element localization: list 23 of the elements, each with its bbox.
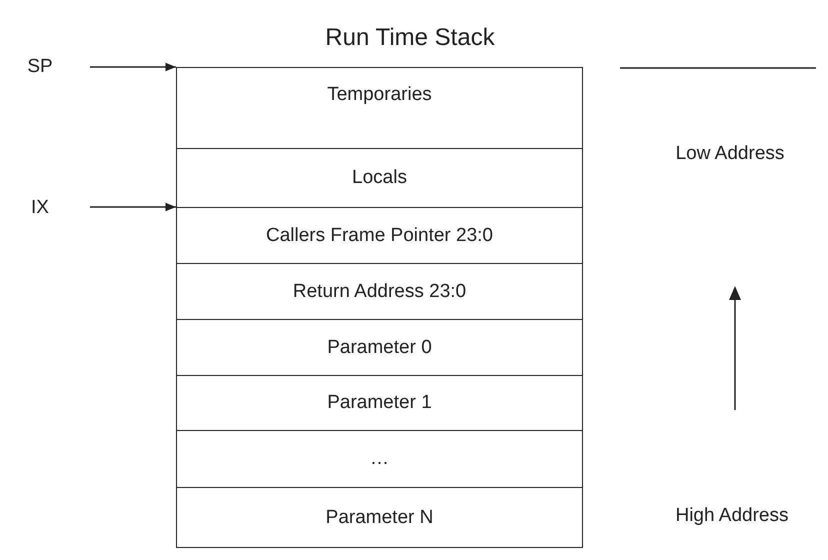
pointer-arrow (90, 62, 176, 72)
row-label: Parameter 1 (327, 392, 432, 414)
register-label: SP (27, 56, 53, 78)
diagram-title: Run Time Stack (324, 24, 496, 52)
row-label: Locals (352, 167, 407, 189)
register-label: IX (31, 197, 49, 219)
address-label: Low Address (674, 143, 786, 165)
row-label: Parameter 0 (327, 336, 432, 358)
row-label: Temporaries (327, 84, 432, 106)
stack-frame-row (176, 263, 583, 320)
pointer-arrow (90, 202, 176, 212)
stack-frame-row (176, 148, 583, 208)
stack-frame-row (176, 207, 583, 264)
address-label: High Address (674, 505, 790, 527)
row-label: Callers Frame Pointer 23:0 (266, 224, 494, 246)
stack-frame-row (176, 375, 583, 431)
stack-frame-row (176, 67, 583, 149)
row-label: … (370, 448, 389, 470)
stack-frame-row (176, 430, 583, 488)
row-label: Parameter N (326, 506, 434, 528)
stack-frame-row (176, 487, 583, 548)
row-label: Return Address 23:0 (292, 280, 466, 302)
stack-frame-row (176, 319, 583, 376)
